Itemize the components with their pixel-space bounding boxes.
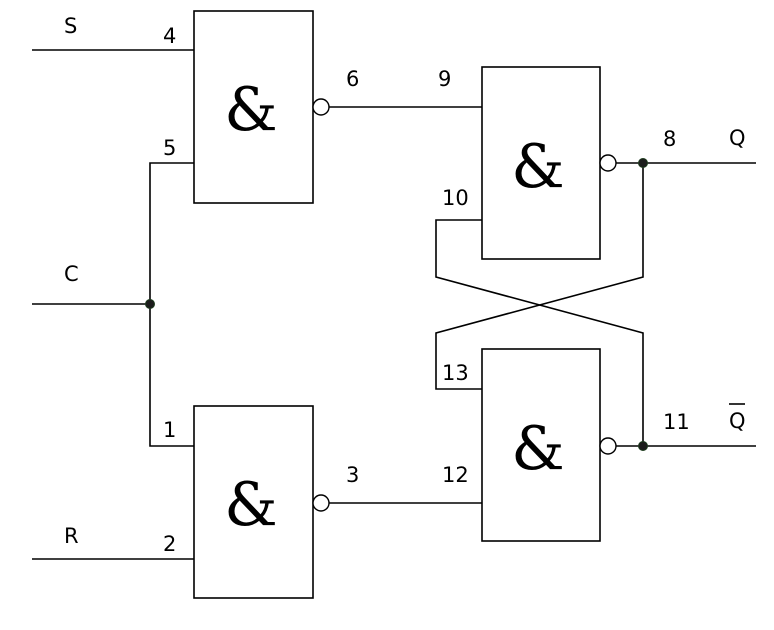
nand-gate-lower-input: & bbox=[193, 405, 330, 599]
junction-dot-q-bar bbox=[638, 441, 648, 451]
pin-label-1: 1 bbox=[163, 418, 176, 442]
wires bbox=[32, 49, 756, 560]
gate-body bbox=[481, 348, 601, 542]
pin-label-5: 5 bbox=[163, 136, 176, 160]
pin-label-13: 13 bbox=[442, 361, 469, 385]
junction-dot-q bbox=[638, 158, 648, 168]
inversion-bubble bbox=[599, 437, 617, 455]
gate-body bbox=[193, 405, 314, 599]
wire-q-feedback-to-pin13 bbox=[435, 163, 644, 390]
and-symbol: & bbox=[224, 75, 277, 145]
and-symbol: & bbox=[224, 470, 277, 540]
and-symbol: & bbox=[511, 414, 564, 484]
nand-gate-upper-input: & bbox=[193, 10, 330, 204]
pin-label-12: 12 bbox=[442, 463, 469, 487]
junction-dot-c bbox=[145, 299, 155, 309]
gate-body bbox=[193, 10, 314, 204]
pin-label-9: 9 bbox=[438, 67, 451, 91]
inversion-bubble bbox=[312, 98, 330, 116]
wire-q-bar-feedback-to-pin10 bbox=[435, 219, 644, 446]
nand-gate-lower-latch: & bbox=[481, 348, 617, 542]
pin-label-2: 2 bbox=[163, 532, 176, 556]
pin-numbers: 4 5 1 2 6 3 9 10 13 12 8 11 bbox=[163, 24, 690, 556]
signal-label-q-bar: Q bbox=[729, 409, 746, 433]
signal-label-q: Q bbox=[729, 126, 746, 150]
pin-label-4: 4 bbox=[163, 24, 176, 48]
inversion-bubble bbox=[312, 494, 330, 512]
inversion-bubble bbox=[599, 154, 617, 172]
wire-c-to-pin1 bbox=[149, 304, 194, 447]
signal-label-s: S bbox=[64, 14, 77, 38]
pin-label-10: 10 bbox=[442, 186, 469, 210]
pin-label-3: 3 bbox=[346, 463, 359, 487]
signal-label-r: R bbox=[64, 524, 79, 548]
pin-label-11: 11 bbox=[663, 410, 690, 434]
and-symbol: & bbox=[511, 132, 564, 202]
signal-label-c: C bbox=[64, 262, 79, 286]
nand-gate-upper-latch: & bbox=[481, 66, 617, 260]
pin-label-8: 8 bbox=[663, 127, 676, 151]
wire-c-to-pin5 bbox=[149, 162, 194, 304]
pin-label-6: 6 bbox=[346, 67, 359, 91]
gate-body bbox=[481, 66, 601, 260]
